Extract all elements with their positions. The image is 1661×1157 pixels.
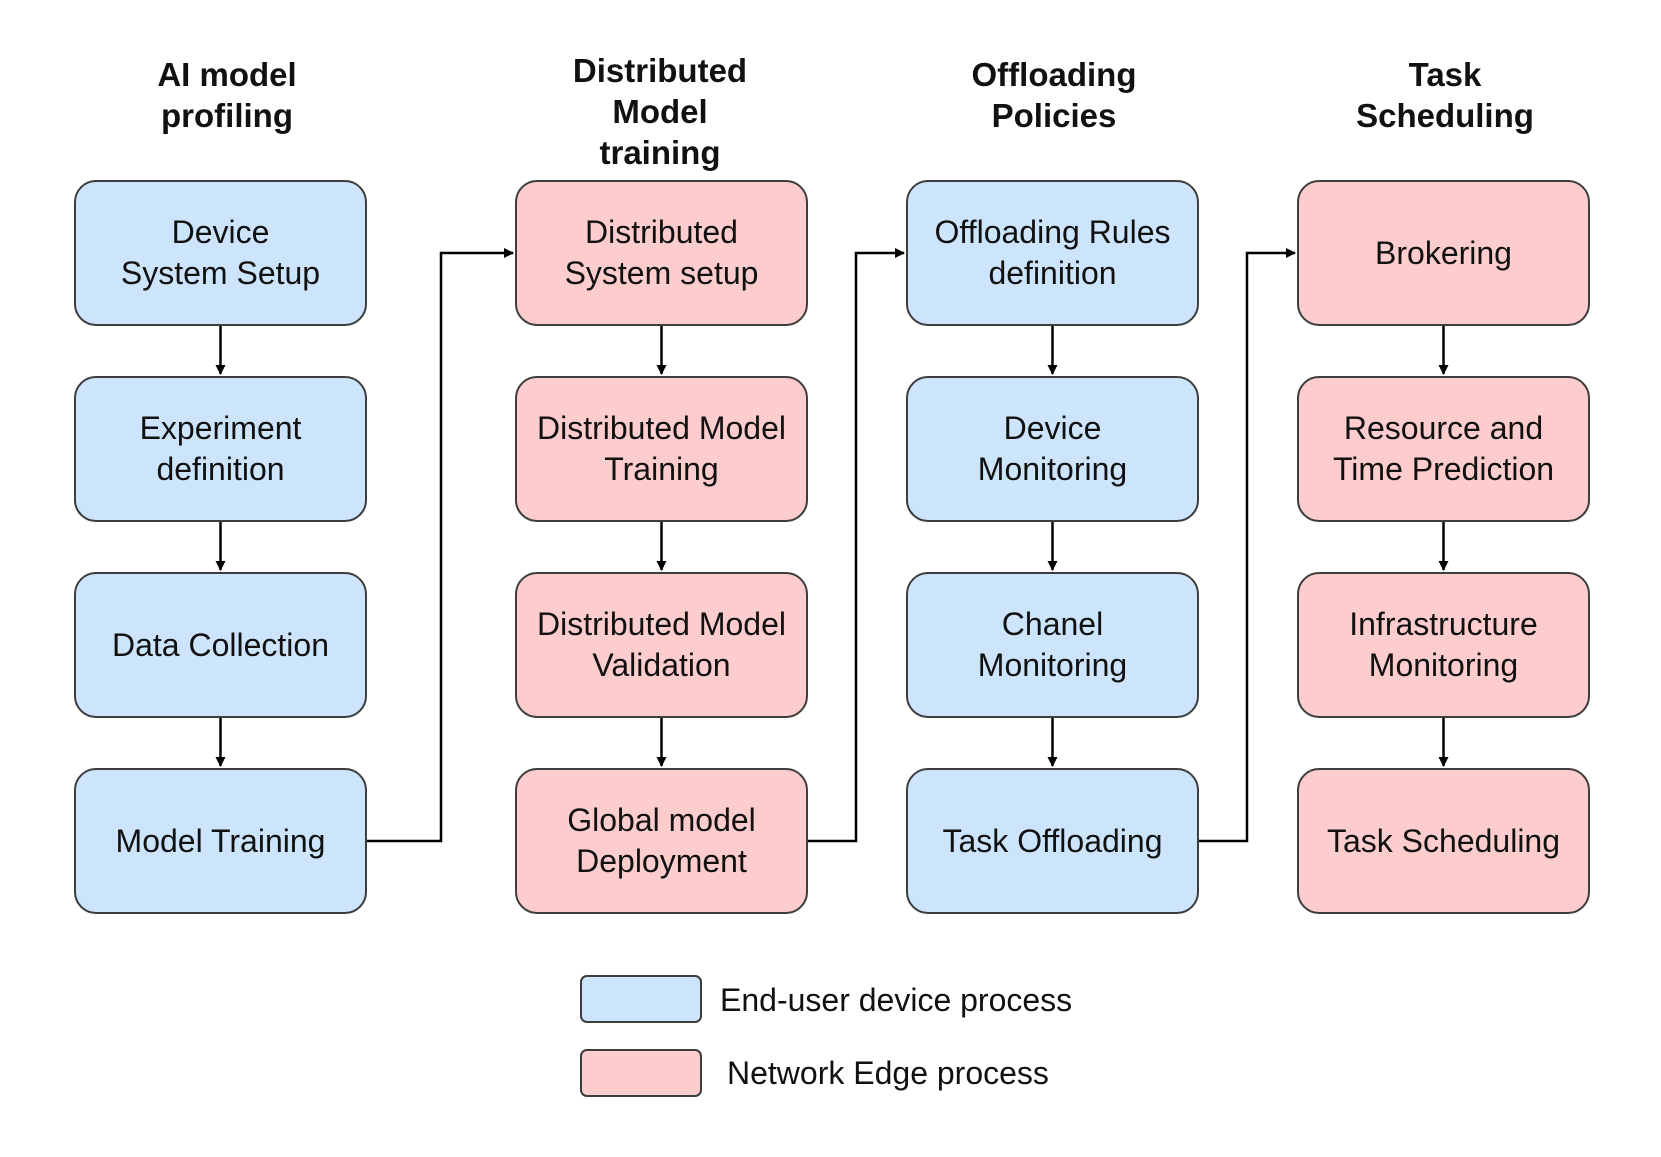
step-distributed-model-validation: Distributed Model Validation (515, 572, 808, 718)
legend-swatch-edge (580, 1049, 702, 1097)
step-label: Offloading Rules definition (934, 214, 1171, 291)
arrow-column-bridge-2 (808, 248, 905, 843)
step-label: Distributed Model Validation (537, 606, 786, 683)
step-global-model-deployment: Global model Deployment (515, 768, 808, 914)
step-data-collection: Data Collection (74, 572, 367, 718)
step-infrastructure-monitoring: Infrastructure Monitoring (1297, 572, 1590, 718)
arrow-column-bridge-1 (367, 248, 514, 843)
step-model-training: Model Training (74, 768, 367, 914)
step-label: Task Offloading (942, 822, 1163, 859)
step-label: Model Training (115, 822, 326, 859)
column-title-profiling: AI model profiling (157, 56, 297, 134)
step-distributed-system-setup: Distributed System setup (515, 180, 808, 326)
column-title-offloading: Offloading Policies (971, 56, 1137, 134)
legend-swatch-end-user (580, 975, 702, 1023)
step-offloading-rules-definition: Offloading Rules definition (906, 180, 1199, 326)
step-label: Infrastructure Monitoring (1349, 606, 1538, 683)
step-brokering: Brokering (1297, 180, 1590, 326)
step-task-scheduling: Task Scheduling (1297, 768, 1590, 914)
step-label: Data Collection (112, 626, 329, 663)
step-experiment-definition: Experiment definition (74, 376, 367, 522)
step-label: Distributed System setup (564, 214, 759, 291)
step-distributed-model-training: Distributed Model Training (515, 376, 808, 522)
step-resource-time-prediction: Resource and Time Prediction (1297, 376, 1590, 522)
step-chanel-monitoring: Chanel Monitoring (906, 572, 1199, 718)
step-label: Distributed Model Training (537, 410, 786, 487)
arrow-column-bridge-3 (1199, 248, 1296, 843)
step-device-monitoring: Device Monitoring (906, 376, 1199, 522)
legend-label-edge: Network Edge process (727, 1055, 1049, 1091)
step-label: Device System Setup (120, 214, 321, 291)
step-label: Resource and Time Prediction (1332, 410, 1555, 487)
step-label: Global model Deployment (567, 802, 756, 879)
step-label: Task Scheduling (1326, 822, 1561, 859)
step-device-system-setup: Device System Setup (74, 180, 367, 326)
step-task-offloading: Task Offloading (906, 768, 1199, 914)
step-label: Experiment definition (139, 410, 302, 487)
step-label: Brokering (1375, 234, 1512, 271)
step-label: Device Monitoring (977, 410, 1128, 487)
column-title-scheduling: Task Scheduling (1356, 56, 1534, 134)
legend-label-end-user: End-user device process (720, 982, 1073, 1018)
step-label: Chanel Monitoring (977, 606, 1128, 683)
column-title-training: Distributed Model training (572, 52, 748, 171)
